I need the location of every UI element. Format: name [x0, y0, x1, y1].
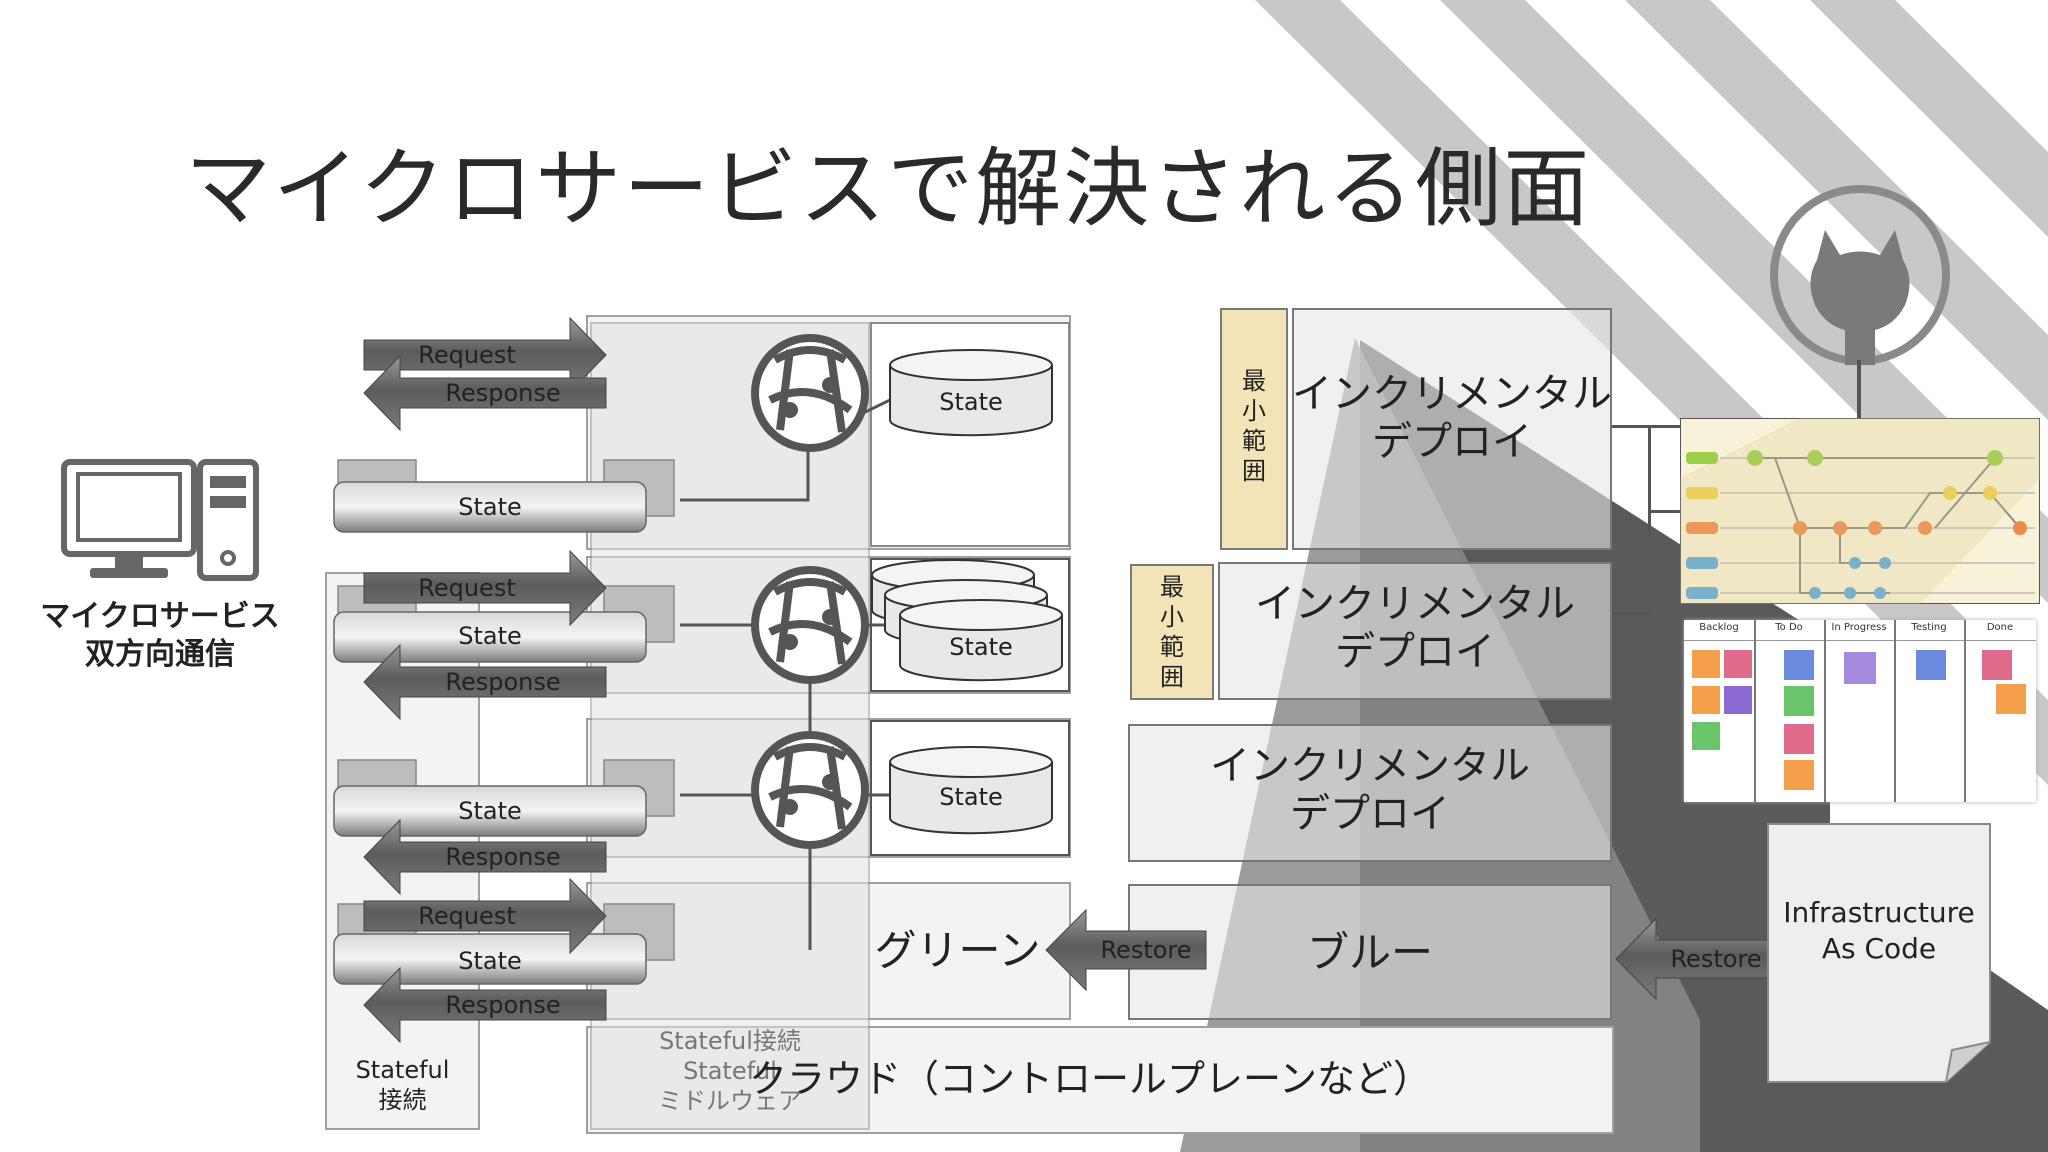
- min-scope-char: 範: [1242, 427, 1266, 455]
- restore-arrow: [1045, 908, 1777, 1001]
- computer-icon: [61, 459, 259, 581]
- request-label: Request: [418, 902, 516, 930]
- service-node-icon: [751, 334, 869, 452]
- min-scope-char: 最: [1242, 367, 1266, 395]
- min-scope-char: 小: [1160, 603, 1184, 631]
- connector-line: [1648, 510, 1680, 513]
- connector-line: [1612, 425, 1680, 428]
- kanban-col-inprogress: In Progress: [1831, 622, 1887, 633]
- deploy-layer-2-line1: インクリメンタル: [1255, 581, 1575, 627]
- state-label: State: [939, 783, 1003, 811]
- blue-box: [1128, 884, 1612, 1020]
- request-label: Request: [418, 341, 516, 369]
- deploy-layer-3-label: インクリメンタル デプロイ: [1128, 742, 1612, 838]
- kanban-col-done: Done: [1986, 622, 2014, 633]
- deploy-layer-1-line1: インクリメンタル: [1292, 371, 1612, 417]
- stateful-connection-line2: 接続: [378, 1086, 427, 1114]
- stateful-connection-line1: Stateful: [355, 1056, 450, 1084]
- response-label: Response: [445, 379, 561, 407]
- min-scope-tag-2: 最 小 範 囲: [1130, 564, 1214, 700]
- min-scope-tag-1: 最 小 範 囲: [1220, 308, 1288, 550]
- connector-line: [1648, 425, 1651, 535]
- state-bar-label: State: [458, 947, 522, 975]
- deploy-layer-1-line2: デプロイ: [1372, 419, 1532, 465]
- stateful-connection-label: Stateful 接続: [325, 1055, 480, 1115]
- response-label: Response: [445, 668, 561, 696]
- blue-label: ブルー: [1306, 928, 1433, 977]
- kanban-board: Backlog To Do In Progress Testing Done: [1684, 620, 2036, 802]
- connector-line: [1612, 612, 1650, 615]
- deploy-layer-3: [1128, 724, 1612, 862]
- middleware-note: Stateful接続 Stateful ミドルウェア: [630, 1026, 830, 1116]
- page-title: マイクロサービスで解決される側面: [185, 139, 1592, 239]
- state-bar-label: State: [458, 493, 522, 521]
- response-arrow: [363, 354, 607, 1044]
- min-scope-char: 範: [1160, 633, 1184, 661]
- github-connector-line: [1857, 360, 1861, 420]
- iac-line1: Infrastructure: [1783, 896, 1975, 929]
- middleware-note-line2: Stateful: [683, 1057, 777, 1085]
- deploy-layer-1: [1292, 308, 1612, 550]
- deploy-layer-2: [1218, 562, 1612, 700]
- iac-label: Infrastructure As Code: [1766, 895, 1992, 967]
- kanban-col-todo: To Do: [1775, 622, 1803, 633]
- state-label: State: [949, 633, 1013, 661]
- request-label: Request: [418, 574, 516, 602]
- state-label: State: [939, 388, 1003, 416]
- client-label: マイクロサービス 双方向通信: [20, 598, 300, 674]
- min-scope-char: 囲: [1160, 663, 1184, 691]
- iac-line2: As Code: [1821, 932, 1937, 965]
- cloud-label: クラウド（コントロールプレーンなど）: [748, 1057, 1432, 1101]
- middleware-note-line3: ミドルウェア: [658, 1087, 802, 1115]
- middleware-note-line1: Stateful接続: [659, 1027, 801, 1055]
- kanban-col-testing: Testing: [1911, 622, 1947, 633]
- state-cylinder: [889, 349, 1053, 437]
- min-scope-char: 囲: [1242, 457, 1266, 485]
- deploy-layer-1-label: インクリメンタル デプロイ: [1292, 370, 1612, 466]
- deploy-layer-2-label: インクリメンタル デプロイ: [1218, 580, 1612, 676]
- iac-document-icon: [1767, 823, 1991, 1083]
- deploy-layer-3-line1: インクリメンタル: [1210, 743, 1530, 789]
- restore-label: Restore: [1670, 945, 1762, 973]
- client-label-line1: マイクロサービス: [40, 599, 280, 634]
- deploy-layer-3-line2: デプロイ: [1290, 791, 1450, 837]
- state-bar-label: State: [458, 797, 522, 825]
- min-scope-char: 小: [1242, 397, 1266, 425]
- kanban-col-backlog: Backlog: [1699, 622, 1739, 633]
- client-label-line2: 双方向通信: [85, 637, 235, 672]
- response-label: Response: [445, 991, 561, 1019]
- restore-label: Restore: [1100, 936, 1192, 964]
- min-scope-char: 最: [1160, 573, 1184, 601]
- green-label: グリーン: [874, 926, 1041, 975]
- middleware-overlay: [590, 322, 870, 1130]
- response-label: Response: [445, 843, 561, 871]
- git-flow-chart: [1680, 418, 2040, 604]
- deploy-layer-2-line2: デプロイ: [1335, 629, 1495, 675]
- state-bar-label: State: [458, 622, 522, 650]
